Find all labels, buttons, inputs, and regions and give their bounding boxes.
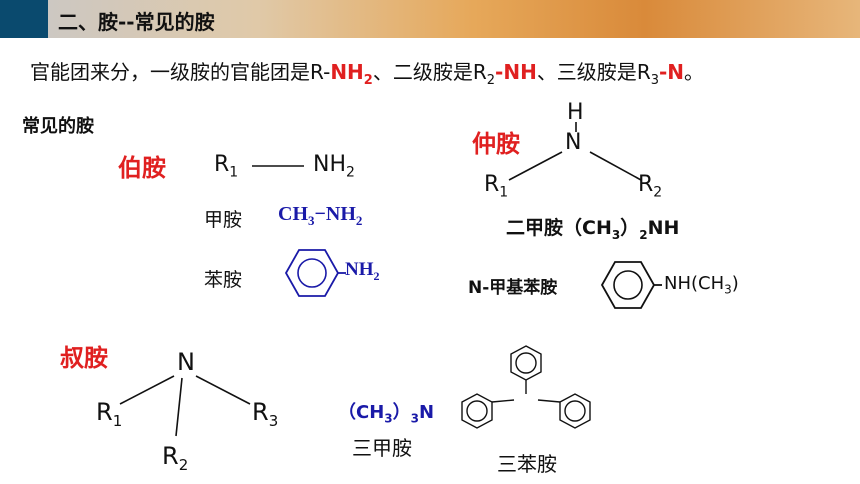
primary-bond xyxy=(252,165,304,167)
methylamine-name: 甲胺 xyxy=(204,209,243,231)
r1-subscript: 1 xyxy=(499,184,509,201)
primary-structure-nh2: NH2 xyxy=(313,152,355,180)
triphenylamine-name: 三苯胺 xyxy=(497,452,557,476)
nh-text: NH xyxy=(313,152,346,177)
r2-letter: R xyxy=(638,172,654,197)
n-text: N xyxy=(419,402,435,423)
nh-text: NH xyxy=(345,259,374,280)
primary-group-nh: NH xyxy=(330,60,364,84)
nhch-text: NH(CH xyxy=(664,273,725,294)
tertiary-amine-label: 叔胺 xyxy=(60,344,108,372)
triphenylamine-structure xyxy=(461,345,591,429)
title-banner: 二、胺--常见的胺 xyxy=(0,0,860,38)
ch-text: （CH xyxy=(338,402,385,423)
r2-subscript: 2 xyxy=(653,184,663,201)
nh-sub: 2 xyxy=(373,268,380,283)
aniline-benzene-ring xyxy=(284,249,346,297)
group-count-sub: 3 xyxy=(410,411,419,426)
slide-title: 二、胺--常见的胺 xyxy=(58,10,215,34)
intro-part2: 、二级胺是 xyxy=(372,60,473,84)
tertiary-r1: R1 xyxy=(96,398,122,430)
tertiary-n: N xyxy=(177,348,195,376)
dimethylamine-text: 二甲胺（CH xyxy=(506,217,612,239)
ch3-sub: 3 xyxy=(611,227,621,242)
r-letter: R xyxy=(214,152,230,177)
tertiary-group-r: R xyxy=(636,60,651,84)
secondary-bonds xyxy=(508,151,642,181)
methylamine-formula: CH3−NH2 xyxy=(278,203,362,229)
nh-subscript: 2 xyxy=(346,164,355,181)
ch-sub: 3 xyxy=(308,213,315,228)
group-count-sub: 2 xyxy=(639,227,648,242)
paren-close: ） xyxy=(620,217,640,239)
r-subscript: 1 xyxy=(229,164,239,181)
trimethylamine-formula: （CH3）3N xyxy=(338,398,434,426)
primary-structure-r: R1 xyxy=(214,152,238,180)
nh-text: NH xyxy=(647,217,680,239)
trimethylamine-name: 三甲胺 xyxy=(352,436,412,460)
paren-close: ） xyxy=(392,402,411,423)
tertiary-group-sub: 3 xyxy=(650,73,659,88)
tertiary-bonds xyxy=(119,375,251,437)
primary-group-sub: 2 xyxy=(363,73,373,88)
secondary-r1: R1 xyxy=(484,172,508,200)
n-methylaniline-group: NH(CH3) xyxy=(664,273,739,297)
section-heading: 常见的胺 xyxy=(22,116,94,137)
secondary-group-sub: 2 xyxy=(486,73,496,88)
r1-letter: R xyxy=(484,172,500,197)
secondary-group-nh: -NH xyxy=(495,60,537,84)
ch3-sub: 3 xyxy=(384,411,393,426)
r3-subscript: 3 xyxy=(268,411,279,430)
intro-part3: 、三级胺是 xyxy=(536,60,637,84)
primary-group-r: R- xyxy=(310,60,331,84)
r2-letter: R xyxy=(162,442,179,470)
ch3-sub: 3 xyxy=(724,282,732,297)
secondary-n: N xyxy=(565,130,582,155)
nh-sub: 2 xyxy=(355,213,363,228)
tertiary-r2: R2 xyxy=(162,442,188,474)
r2-subscript: 2 xyxy=(178,455,189,474)
secondary-nh-bond xyxy=(575,122,577,132)
intro-part4: 。 xyxy=(684,60,705,84)
dimethylamine-label: 二甲胺（CH3）2NH xyxy=(506,213,679,242)
tertiary-r3: R3 xyxy=(252,398,278,430)
ch-text: CH xyxy=(278,203,308,225)
r1-subscript: 1 xyxy=(112,411,123,430)
nh-text: −NH xyxy=(314,203,356,225)
n-methylaniline-name: N-甲基苯胺 xyxy=(468,278,558,298)
tertiary-group-n: -N xyxy=(659,60,685,84)
banner-square xyxy=(0,0,48,38)
secondary-amine-label: 仲胺 xyxy=(472,130,520,158)
paren-close: ) xyxy=(731,273,739,294)
aniline-nh2: NH2 xyxy=(345,259,380,284)
primary-amine-label: 伯胺 xyxy=(118,154,166,182)
intro-text: 官能团来分，一级胺的官能团是R-NH2、二级胺是R2-NH、三级胺是R3-N。 xyxy=(30,56,704,88)
r1-letter: R xyxy=(96,398,113,426)
secondary-r2: R2 xyxy=(638,172,662,200)
aniline-name: 苯胺 xyxy=(204,269,243,291)
n-methylaniline-benzene-ring xyxy=(600,261,662,309)
secondary-group-r: R xyxy=(472,60,487,84)
intro-part1: 官能团来分，一级胺的官能团是 xyxy=(30,60,310,84)
r3-letter: R xyxy=(252,398,269,426)
secondary-h: H xyxy=(567,100,584,125)
